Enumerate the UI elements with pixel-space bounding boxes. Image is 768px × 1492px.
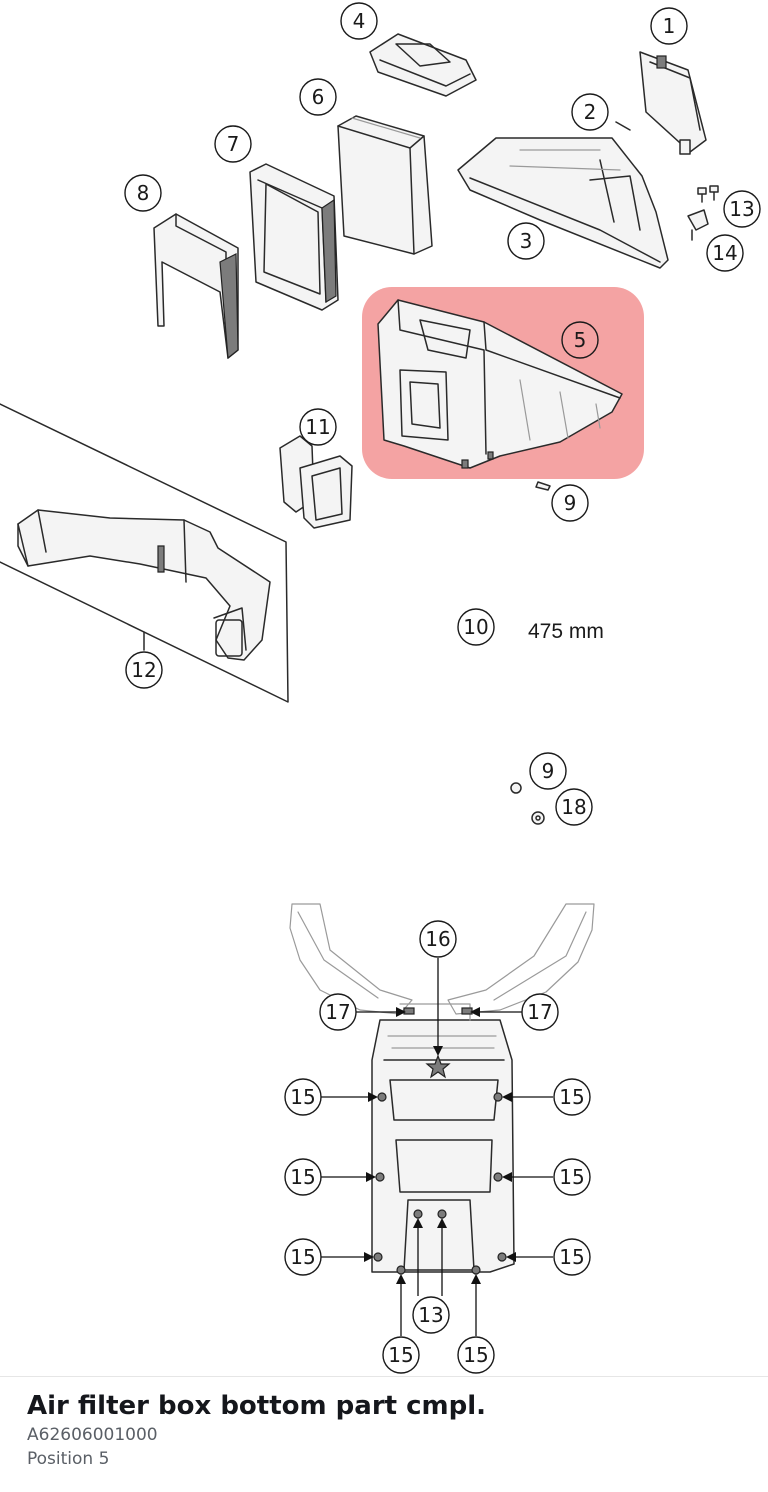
svg-text:9: 9 [542,759,555,783]
svg-text:11: 11 [305,415,330,439]
svg-text:13: 13 [729,197,754,221]
callout-6[interactable]: 6 [299,78,337,116]
svg-text:16: 16 [425,927,450,951]
exploded-parts-diagram: 475 mm 1 2 3 4 5 6 7 8 9 9 10 11 12 13 1… [0,2,761,1374]
callout-15-left-1[interactable]: 15 [284,1078,322,1116]
part-5-air-filter-box-bottom[interactable] [377,299,623,469]
callout-17-right[interactable]: 17 [521,993,559,1031]
svg-text:10: 10 [463,615,488,639]
part-number: A62606001000 [27,1425,158,1445]
callout-3[interactable]: 3 [507,222,545,260]
svg-text:15: 15 [463,1343,488,1367]
part-info-panel: Air filter box bottom part cmpl. A626060… [0,1376,768,1492]
part-9-screw-upper[interactable] [535,481,551,491]
part-1-cover-flap[interactable] [639,51,707,155]
callout-15-left-2[interactable]: 15 [284,1158,322,1196]
svg-text:4: 4 [353,9,366,33]
callout-17-left[interactable]: 17 [319,993,357,1031]
svg-text:9: 9 [564,491,577,515]
svg-text:1: 1 [663,14,676,38]
svg-text:2: 2 [584,100,597,124]
callout-5[interactable]: 5 [561,321,599,359]
svg-text:15: 15 [290,1085,315,1109]
callout-15-left-3[interactable]: 15 [284,1238,322,1276]
svg-text:13: 13 [418,1303,443,1327]
svg-text:15: 15 [290,1165,315,1189]
callout-15-right-2[interactable]: 15 [553,1158,591,1196]
callout-18[interactable]: 18 [555,788,593,826]
svg-text:7: 7 [227,132,240,156]
svg-text:8: 8 [137,181,150,205]
callout-14[interactable]: 14 [706,234,744,272]
part-9-screw-lower[interactable] [510,782,522,794]
svg-text:17: 17 [527,1000,552,1024]
part-position: Position 5 [27,1449,110,1469]
svg-text:15: 15 [559,1245,584,1269]
part-2-pin[interactable] [615,121,631,131]
callout-13-bottom[interactable]: 13 [412,1296,450,1334]
callout-13-top[interactable]: 13 [723,190,761,228]
callout-15-bottom-right[interactable]: 15 [457,1336,495,1374]
svg-text:15: 15 [290,1245,315,1269]
svg-text:15: 15 [559,1085,584,1109]
callout-16[interactable]: 16 [419,920,457,958]
part-3-upper-housing[interactable] [457,137,669,269]
callout-7[interactable]: 7 [214,125,252,163]
bottom-view-assembly [289,903,595,1275]
part-18-clip[interactable] [531,811,545,825]
svg-text:3: 3 [520,229,533,253]
svg-text:5: 5 [574,328,587,352]
svg-text:14: 14 [712,241,737,265]
part-name: Air filter box bottom part cmpl. [27,1391,487,1421]
hose-length-label: 475 mm [528,620,604,643]
svg-text:15: 15 [559,1165,584,1189]
part-7-filter-frame[interactable] [249,163,339,311]
callout-10[interactable]: 10 [457,608,495,646]
part-12-intake-duct[interactable] [0,403,289,703]
callout-15-right-1[interactable]: 15 [553,1078,591,1116]
callout-9-upper[interactable]: 9 [551,484,589,522]
part-4-lid[interactable] [369,33,477,97]
callout-15-bottom-left[interactable]: 15 [382,1336,420,1374]
part-14-plug[interactable] [687,209,709,241]
callout-8[interactable]: 8 [124,174,162,212]
leader-lines [321,958,553,1336]
callout-15-right-3[interactable]: 15 [553,1238,591,1276]
svg-text:6: 6 [312,85,325,109]
part-11-gasket[interactable] [279,435,353,529]
callout-2[interactable]: 2 [571,93,609,131]
svg-text:15: 15 [388,1343,413,1367]
part-13-screws[interactable] [697,185,719,203]
part-6-filter-element[interactable] [337,115,433,255]
callout-9-lower[interactable]: 9 [529,752,567,790]
callout-1[interactable]: 1 [650,7,688,45]
callout-4[interactable]: 4 [340,2,378,40]
callout-11[interactable]: 11 [299,408,337,446]
callout-12[interactable]: 12 [125,651,163,689]
svg-text:12: 12 [131,658,156,682]
svg-text:18: 18 [561,795,586,819]
part-10-hose[interactable] [476,508,524,770]
svg-text:17: 17 [325,1000,350,1024]
part-8-side-panel[interactable] [153,213,239,360]
